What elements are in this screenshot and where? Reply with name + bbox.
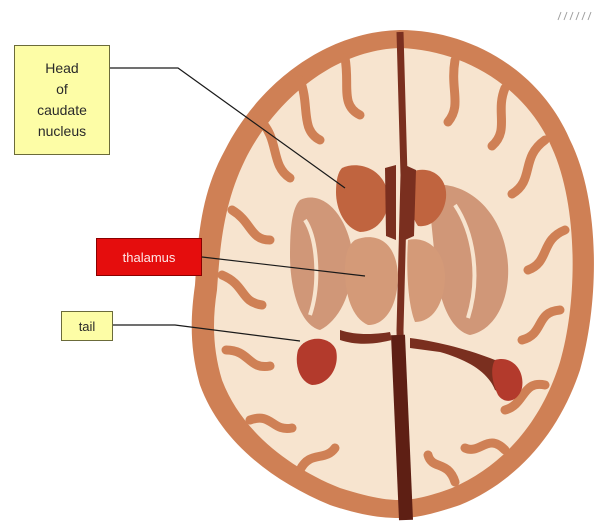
lateral-ventricle-left [385,165,396,240]
label-head-of-caudate-nucleus: Head of caudate nucleus [14,45,110,155]
watermark-mark [556,10,596,25]
watermark-icon [556,10,596,22]
label-thalamus: thalamus [96,238,202,276]
label-tail: tail [61,311,113,341]
